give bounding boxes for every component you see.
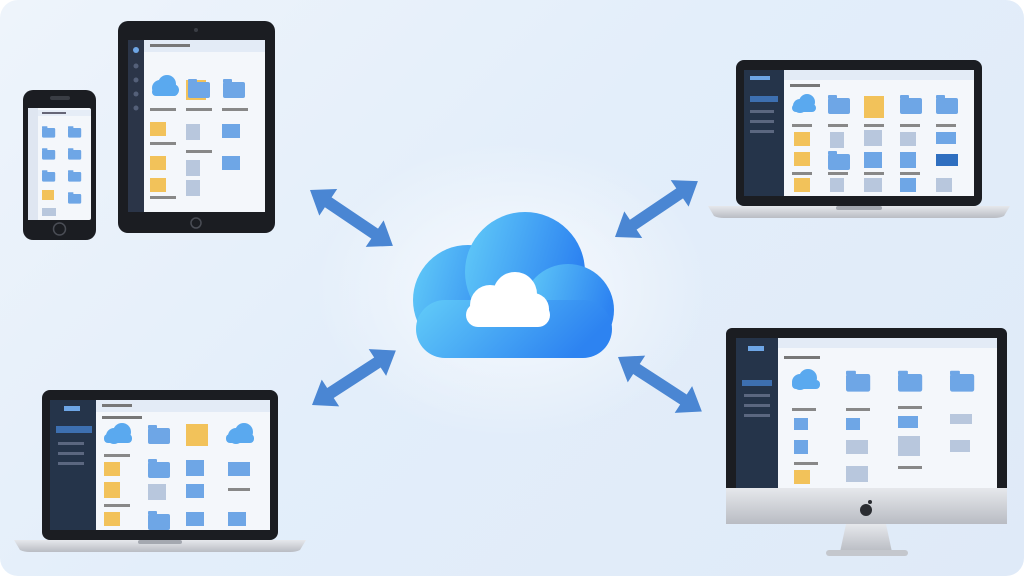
sync-arrow-laptop-top-right bbox=[606, 167, 707, 251]
sync-arrow-desktop bbox=[609, 343, 711, 425]
sync-arrow-laptop-bottom-left bbox=[303, 337, 405, 419]
laptop-icon bbox=[708, 60, 1010, 218]
cloud-icon bbox=[413, 212, 614, 358]
smartphone-icon bbox=[23, 90, 96, 240]
sync-arrow-tablet bbox=[301, 176, 402, 260]
laptop-icon bbox=[14, 390, 306, 552]
tablet-icon bbox=[118, 21, 275, 233]
desktop-monitor-icon bbox=[726, 328, 1007, 556]
